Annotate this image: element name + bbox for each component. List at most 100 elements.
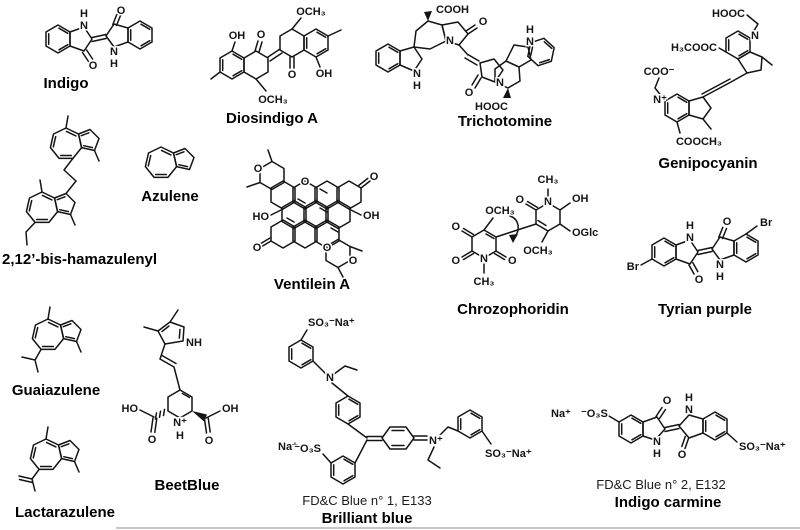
indigo-carmine-structure: Na⁺ ⁻O₃S O H N N H O SO₃⁻Na⁺ (550, 391, 788, 463)
diosindigo-bonds: OH O OCH₃ O OH OCH₃ (210, 5, 342, 108)
tyrian-purple-structure: Br H N O O N H Br (625, 215, 774, 288)
trichotomine-structure: N H COOH N O O N HOOC N H (375, 3, 557, 115)
genipocyanin-bonds: N HOOC H₃COOC COO⁻ N⁺ COOCH₃ (642, 7, 773, 150)
atom-label: COOCH₃ (676, 136, 722, 148)
lactarazulene-caption: Lactarazulene (14, 504, 116, 521)
beetblue-structure: NH HO O N⁺ H OH O (120, 309, 240, 449)
atom-label: N (496, 77, 504, 89)
atom-label: O (288, 69, 297, 81)
indigo-carmine-bonds: Na⁺ ⁻O₃S O H N N H O SO₃⁻Na⁺ (550, 391, 788, 463)
atom-label: H₃COOC (671, 42, 717, 54)
atom-label: H (653, 448, 661, 460)
atom-label: N (544, 196, 552, 208)
atom-label: H (716, 271, 724, 283)
atom-label: N⁺ (429, 435, 443, 447)
brilliant-blue-structure: SO₃⁻Na⁺ N Na⁺ ⁻O₃S N⁺ SO₃⁻Na⁺ (277, 316, 533, 485)
atom-label: O (451, 221, 460, 233)
atom-label: HOOC (475, 101, 508, 113)
atom-label: N (446, 35, 454, 47)
atom-label: SO₃⁻Na⁺ (739, 441, 786, 453)
genipocyanin-structure: N HOOC H₃COOC COO⁻ N⁺ COOCH₃ (642, 7, 773, 150)
atom-label: NH (186, 337, 202, 349)
brilliant-blue-caption: Brilliant blue (321, 510, 413, 527)
guaiazulene-bonds (21, 306, 82, 373)
atom-label: H (526, 24, 534, 36)
indigo-carmine-caption: Indigo carmine (614, 494, 722, 511)
brilliant-blue-subtitle: FD&C Blue n° 1, E133 (302, 493, 432, 508)
indigo-bonds: H N O O N H (45, 4, 153, 73)
atropisomer-arrowhead (509, 234, 518, 243)
atom-label: HO (253, 211, 270, 223)
atom-label: O (323, 242, 332, 254)
atom-label: N (685, 404, 693, 416)
atom-label: H (110, 58, 118, 70)
atom-label: OH (572, 193, 589, 205)
lactarazulene-structure (18, 426, 80, 492)
tyrian-purple-bonds: Br H N O O N H Br (625, 215, 774, 288)
atom-label: Br (627, 261, 640, 273)
atom-label: O (117, 5, 126, 17)
atom-label: N⁺ (653, 94, 667, 106)
atom-label: Br (760, 217, 773, 229)
atom-label: SO₃⁻Na⁺ (308, 317, 355, 329)
atom-label: N (326, 372, 334, 384)
atom-label: N (653, 436, 661, 448)
atom-label: O (678, 449, 687, 461)
brilliant-blue-bonds: SO₃⁻Na⁺ N Na⁺ ⁻O₃S N⁺ SO₃⁻Na⁺ (277, 316, 533, 485)
diosindigo-caption: Diosindigo A (226, 110, 318, 127)
atom-label: N (80, 20, 88, 32)
atom-label: H (686, 220, 694, 232)
atom-label: ⁻O₃S (581, 408, 608, 420)
diosindigo-structure: OH O OCH₃ O OH OCH₃ (210, 5, 342, 108)
atom-label: O (695, 274, 704, 286)
atom-label: O (465, 87, 474, 99)
atom-label: O (148, 434, 157, 446)
chrozophoridin-caption: Chrozophoridin (457, 301, 569, 318)
atom-label: OH (229, 30, 246, 42)
atom-label: OCH₃ (296, 6, 326, 18)
azulene-caption: Azulene (141, 188, 199, 205)
atom-label: OCH₃ (523, 245, 553, 257)
atom-label: O (723, 216, 732, 228)
chrozophoridin-structure: CH₃ N O OH OGlc OCH₃ OCH₃ O O O N CH₃ (450, 173, 600, 290)
atom-label: O (301, 176, 310, 188)
atom-label: H (80, 8, 88, 20)
atom-label: CH₃ (474, 276, 495, 288)
atom-label: O (257, 29, 266, 41)
bis-hamazulenyl-structure (25, 115, 100, 246)
atom-label: OCH₃ (485, 205, 515, 217)
trichotomine-caption: Trichotomine (457, 113, 553, 130)
atom-label: N (686, 232, 694, 244)
atom-label: N (716, 259, 724, 271)
atom-label: N (480, 253, 488, 265)
chrozophoridin-bonds: CH₃ N O OH OGlc OCH₃ OCH₃ O O O N CH₃ (450, 173, 600, 290)
atom-label: O (254, 163, 263, 175)
atom-label: Na⁺ (278, 441, 298, 453)
atom-label: H (413, 80, 421, 92)
guaiazulene-caption: Guaiazulene (11, 382, 101, 399)
atom-label: HO (122, 403, 139, 415)
trichotomine-bonds: N H COOH N O O N HOOC N H (375, 3, 557, 115)
atom-label: HOOC (712, 8, 745, 20)
atom-label: O (663, 395, 672, 407)
beetblue-caption: BeetBlue (154, 477, 220, 494)
ventilein-bonds: O O O OH HO O O O (246, 149, 381, 278)
beetblue-bonds: NH HO O N⁺ H OH O (120, 309, 240, 449)
atom-label: O (205, 435, 214, 447)
atom-label: H (176, 430, 184, 442)
atom-label: O (451, 255, 460, 267)
atom-label: CH₃ (538, 174, 559, 186)
tyrian-purple-caption: Tyrian purple (658, 301, 752, 318)
atom-label: OH (222, 403, 239, 415)
atom-label: N (413, 68, 421, 80)
atom-label: O (370, 171, 379, 183)
atom-label: O (515, 194, 524, 206)
atom-label: Na⁺ (551, 408, 571, 420)
atom-label: O (349, 255, 358, 267)
bis-hamazulenyl-bonds (25, 115, 100, 246)
atom-label: O (479, 16, 488, 28)
indigo-carmine-subtitle: FD&C Blue n° 2, E132 (596, 477, 726, 492)
atom-label: O (89, 60, 98, 72)
atom-label: COOH (436, 4, 469, 16)
atom-label: ⁻O₃S (294, 443, 321, 455)
